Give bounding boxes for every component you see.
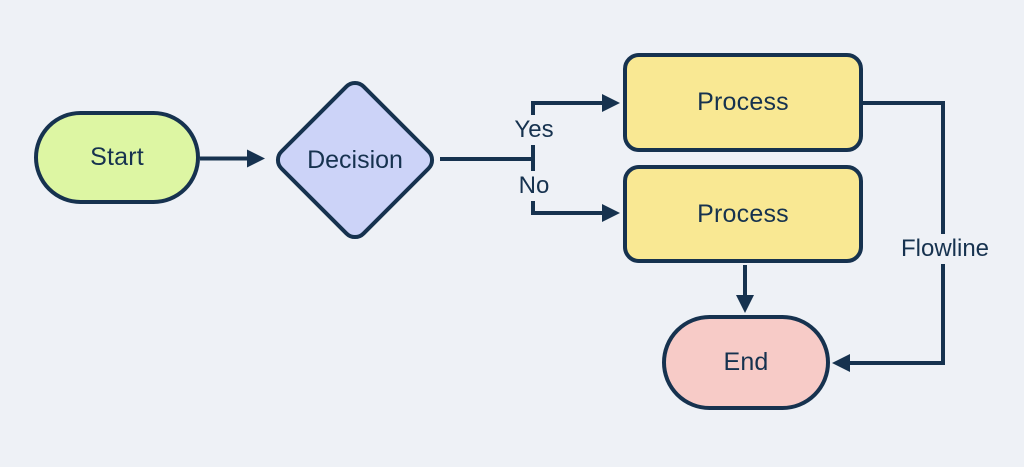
- edge-flowline: [849, 101, 945, 365]
- arrowhead-process-end: [736, 295, 754, 313]
- node-decision: Decision: [270, 75, 440, 245]
- edge-label-no: No: [513, 171, 555, 201]
- edge-label-flowline: Flowline: [895, 234, 995, 264]
- node-decision-label: Decision: [307, 145, 403, 174]
- node-process-top: Process: [623, 53, 863, 152]
- arrowhead-start-decision: [247, 149, 265, 168]
- node-end-label: End: [723, 348, 769, 376]
- node-start: Start: [34, 111, 200, 204]
- node-end: End: [662, 315, 830, 410]
- arrowhead-flowline-end: [832, 354, 850, 372]
- edge-branch-processes: [531, 101, 602, 215]
- node-process-bottom-label: Process: [697, 199, 789, 228]
- node-process-top-label: Process: [697, 88, 789, 116]
- edge-label-yes: Yes: [509, 115, 559, 145]
- arrowhead-no-process: [602, 204, 620, 222]
- node-start-label: Start: [90, 143, 144, 171]
- node-process-bottom: Process: [623, 165, 863, 263]
- arrowhead-yes-process: [602, 94, 620, 112]
